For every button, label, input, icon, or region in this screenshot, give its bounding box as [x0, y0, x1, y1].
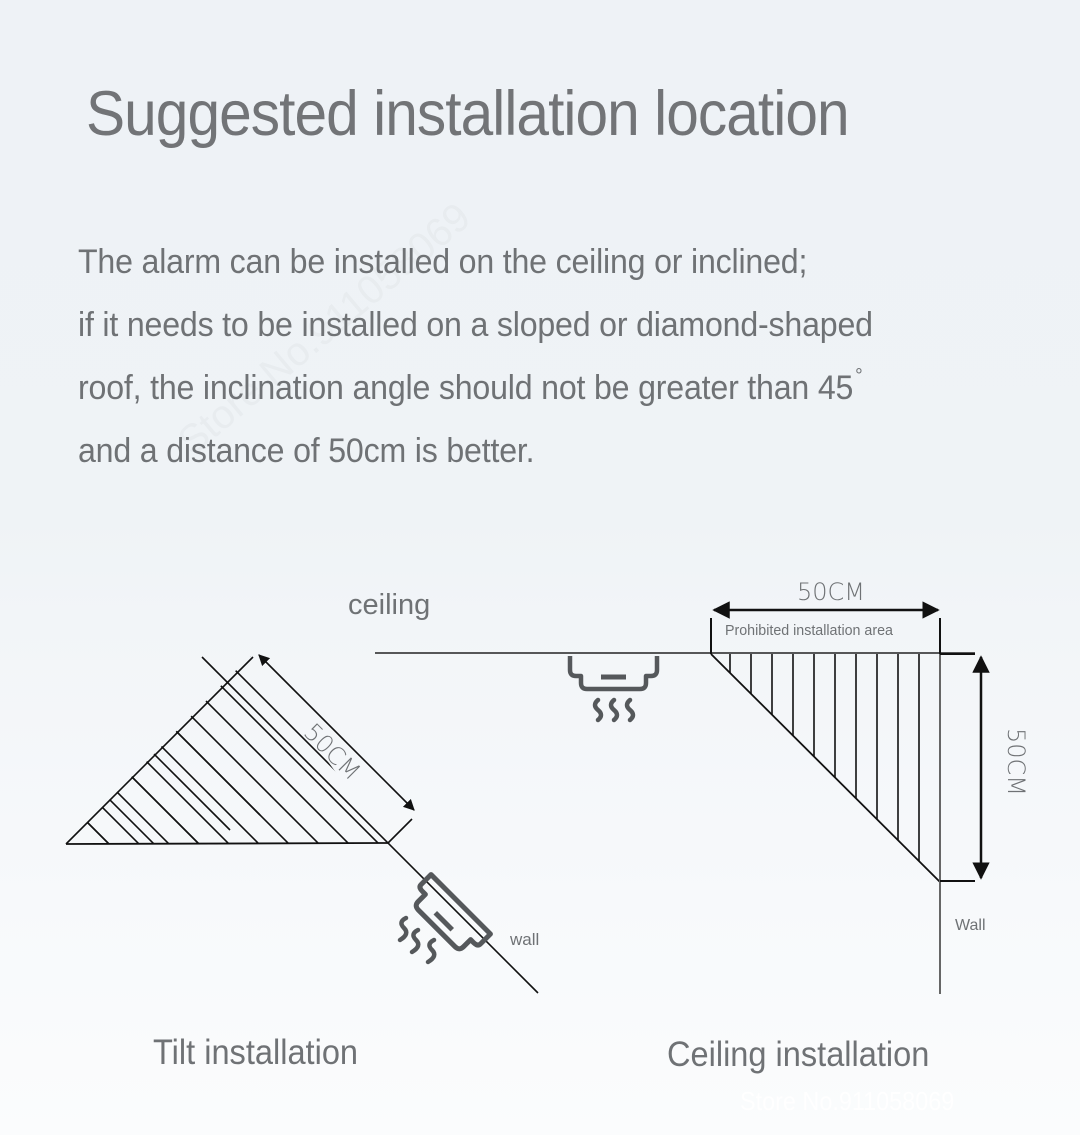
prohibited-hatch-area: [729, 654, 920, 882]
description-line-4: and a distance of 50cm is better.: [78, 432, 535, 470]
tilt-hatch-area: [66, 656, 388, 844]
ceiling-smoke-waves-icon: [592, 697, 636, 723]
ceiling-caption: Ceiling installation: [667, 1035, 930, 1074]
ceiling-smoke-detector-icon: [567, 656, 660, 692]
side-dimension-label: 50CM: [1002, 728, 1030, 797]
tilt-diagram: [65, 654, 539, 994]
ceiling-label: ceiling: [348, 589, 431, 621]
store-watermark: Store No.911058069: [740, 1086, 955, 1116]
tilt-wall-line: [201, 656, 539, 994]
description-line-3-text: roof, the inclination angle should not b…: [78, 369, 854, 407]
description-line-1: The alarm can be installed on the ceilin…: [78, 243, 808, 281]
tilt-smoke-waves-icon: [397, 915, 437, 965]
description-line-2: if it needs to be installed on a sloped …: [78, 306, 873, 344]
tilt-caption: Tilt installation: [153, 1033, 359, 1072]
tilt-wall-label: wall: [510, 930, 540, 949]
ceiling-diagram: [375, 601, 990, 994]
prohibited-area-label: Prohibited installation area: [725, 622, 893, 639]
tilt-smoke-detector-icon: [413, 872, 493, 952]
tilt-dimension-arrow: [258, 654, 415, 811]
degree-symbol: °: [855, 365, 863, 387]
ceiling-wall-label: Wall: [955, 917, 986, 934]
top-dimension-label: 50CM: [797, 578, 866, 606]
description-line-3: roof, the inclination angle should not b…: [78, 365, 863, 408]
page-title: Suggested installation location: [86, 79, 850, 149]
